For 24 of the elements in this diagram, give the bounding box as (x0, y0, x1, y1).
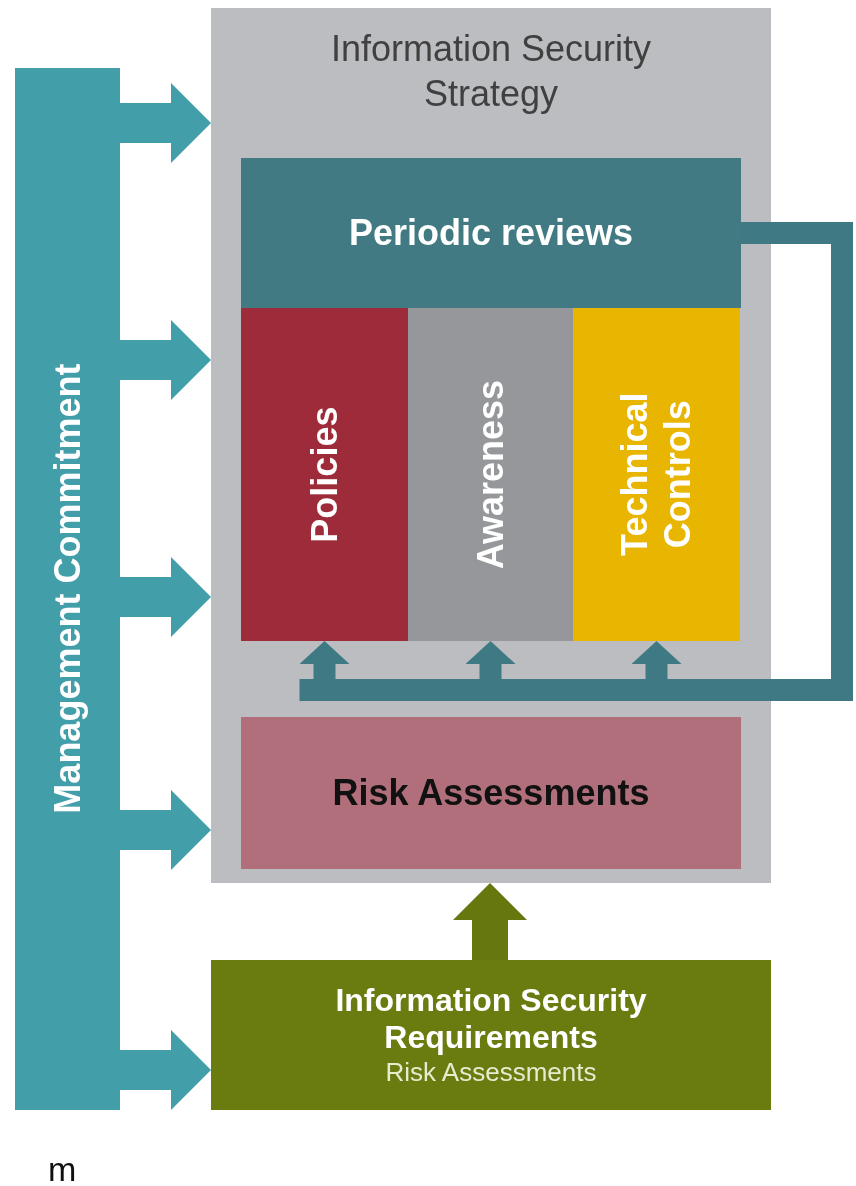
arrow (120, 557, 211, 637)
vertical-label: Management Commitment (45, 362, 89, 817)
arrow (120, 83, 211, 163)
box-sublabel: Risk Assessments (385, 1057, 597, 1089)
pillar-box (241, 308, 408, 641)
arrow (120, 1030, 211, 1110)
process-box (241, 158, 741, 308)
pillar-box (573, 308, 740, 641)
note-text: m (48, 1150, 77, 1186)
arrow (120, 320, 211, 400)
box-label: Risk Assessments (332, 772, 650, 814)
pillar-box (408, 308, 573, 641)
strategy-panel (211, 8, 771, 883)
arrow (453, 883, 527, 960)
box-label: Information Security Requirements (334, 981, 648, 1056)
vertical-label: Awareness (468, 378, 512, 572)
pillar-box (15, 68, 120, 1110)
vertical-label: Technical Controls (613, 391, 700, 559)
process-box (241, 717, 741, 869)
arrow (120, 790, 211, 870)
vertical-label: Policies (302, 405, 346, 545)
process-box (211, 960, 771, 1110)
panel-title: Information Security Strategy (329, 27, 653, 116)
box-label: Periodic reviews (348, 212, 634, 254)
